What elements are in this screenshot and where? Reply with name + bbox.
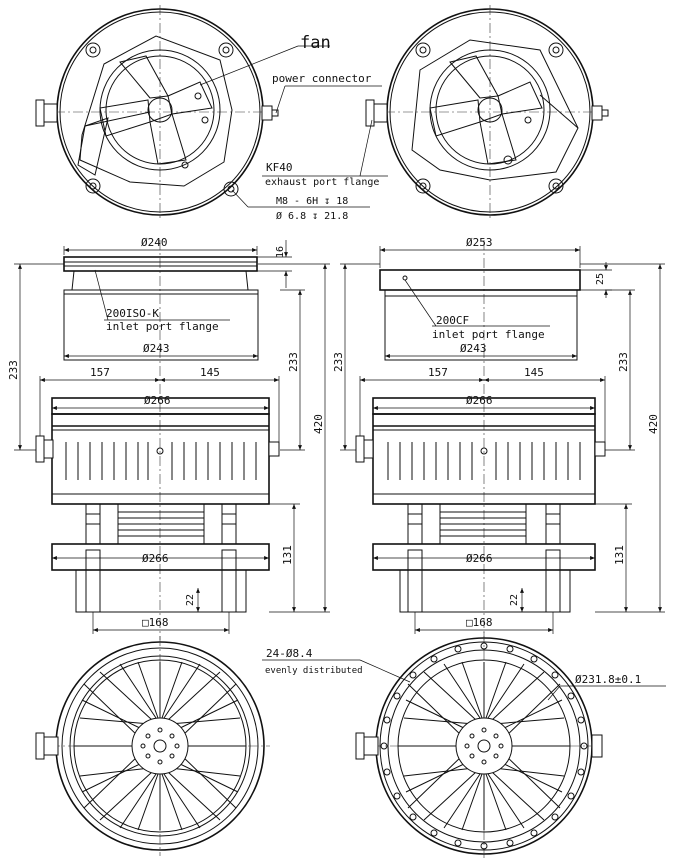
dim-d266: Ø266 — [144, 394, 171, 407]
bottom-view-right — [355, 632, 603, 860]
top-annotations: fan power connector KF40 exhaust port fl… — [199, 33, 388, 222]
bottom-annotations: 24-Ø8.4 evenly distributed Ø231.8±0.1 — [262, 647, 666, 701]
top-view-right — [365, 5, 609, 220]
dim-w157-right: 157 — [428, 366, 448, 379]
evenly-label: evenly distributed — [265, 666, 363, 676]
thread-spec-line2: Ø 6.8 ↧ 21.8 — [276, 210, 348, 222]
dim-d266-right: Ø266 — [466, 394, 493, 407]
dim-h25: 25 — [595, 273, 606, 285]
bolt-circle-label: Ø231.8±0.1 — [575, 673, 641, 686]
inlet-right-label: inlet port flange — [432, 328, 545, 341]
fan-assembly-right — [411, 39, 579, 181]
dim-h420-right: 420 — [647, 414, 660, 434]
kf40-flange-right — [365, 99, 388, 127]
dim-sq168: □168 — [142, 616, 169, 629]
dim-d243: Ø243 — [143, 342, 170, 355]
mount-holes-left — [85, 42, 239, 197]
dim-h233-inner-right: 233 — [617, 352, 630, 372]
dim-d253: Ø253 — [466, 236, 493, 249]
kf40-label: KF40 — [266, 161, 293, 174]
exhaust-port-label: exhaust port flange — [265, 177, 379, 188]
dim-d266-base-right: Ø266 — [466, 552, 493, 565]
dim-h233-outer-right: 233 — [332, 352, 345, 372]
dim-d240: Ø240 — [141, 236, 168, 249]
fan-assembly-left — [77, 35, 233, 187]
dim-d243-right: Ø243 — [460, 342, 487, 355]
side-dims-left: Ø240 16 Ø243 233 233 157 145 Ø266 — [7, 236, 330, 634]
dim-h233-inner: 233 — [287, 352, 300, 372]
side-view-left — [35, 240, 280, 640]
cooling-fins-right — [387, 442, 581, 480]
holes-label: 24-Ø8.4 — [266, 647, 313, 660]
dim-sq168-right: □168 — [466, 616, 493, 629]
dim-h131: 131 — [281, 545, 294, 565]
power-connector-left — [261, 105, 279, 121]
bottom-view-left — [35, 636, 270, 856]
cf-label: 200CF — [436, 314, 469, 327]
hub-holes-right — [464, 727, 504, 765]
kf40-flange-left — [35, 99, 58, 127]
dim-w157: 157 — [90, 366, 110, 379]
dim-d266-base: Ø266 — [142, 552, 169, 565]
dim-h22: 22 — [185, 594, 196, 606]
dim-h420: 420 — [312, 414, 325, 434]
inlet-left-label: inlet port flange — [106, 320, 219, 333]
dim-h233-outer: 233 — [7, 360, 20, 380]
cooling-fins-left — [65, 442, 257, 480]
mount-holes-right — [415, 42, 564, 194]
side-dims-right: Ø253 25 Ø243 233 233 157 145 Ø266 420 Ø2… — [332, 236, 665, 634]
support-posts-right — [407, 503, 561, 545]
heatsink-fins-left — [74, 661, 246, 831]
fan-label: fan — [300, 33, 331, 53]
dim-h22-right: 22 — [509, 594, 520, 606]
support-posts-left — [85, 503, 237, 545]
iso-k-label: 200ISO-K — [106, 307, 159, 320]
dim-h131-right: 131 — [613, 545, 626, 565]
power-connector-label: power connector — [272, 72, 372, 85]
side-view-right — [355, 240, 606, 640]
hub-holes-left — [140, 727, 180, 765]
thread-spec-line1: M8 - 6H ↧ 18 — [276, 196, 348, 207]
top-view-left — [35, 5, 279, 220]
bolt-circle-holes — [380, 642, 588, 850]
dim-w145: 145 — [200, 366, 220, 379]
heatsink-fins-right — [398, 661, 570, 831]
connector-right — [591, 105, 609, 121]
dim-h16: 16 — [275, 246, 286, 258]
dim-w145-right: 145 — [524, 366, 544, 379]
